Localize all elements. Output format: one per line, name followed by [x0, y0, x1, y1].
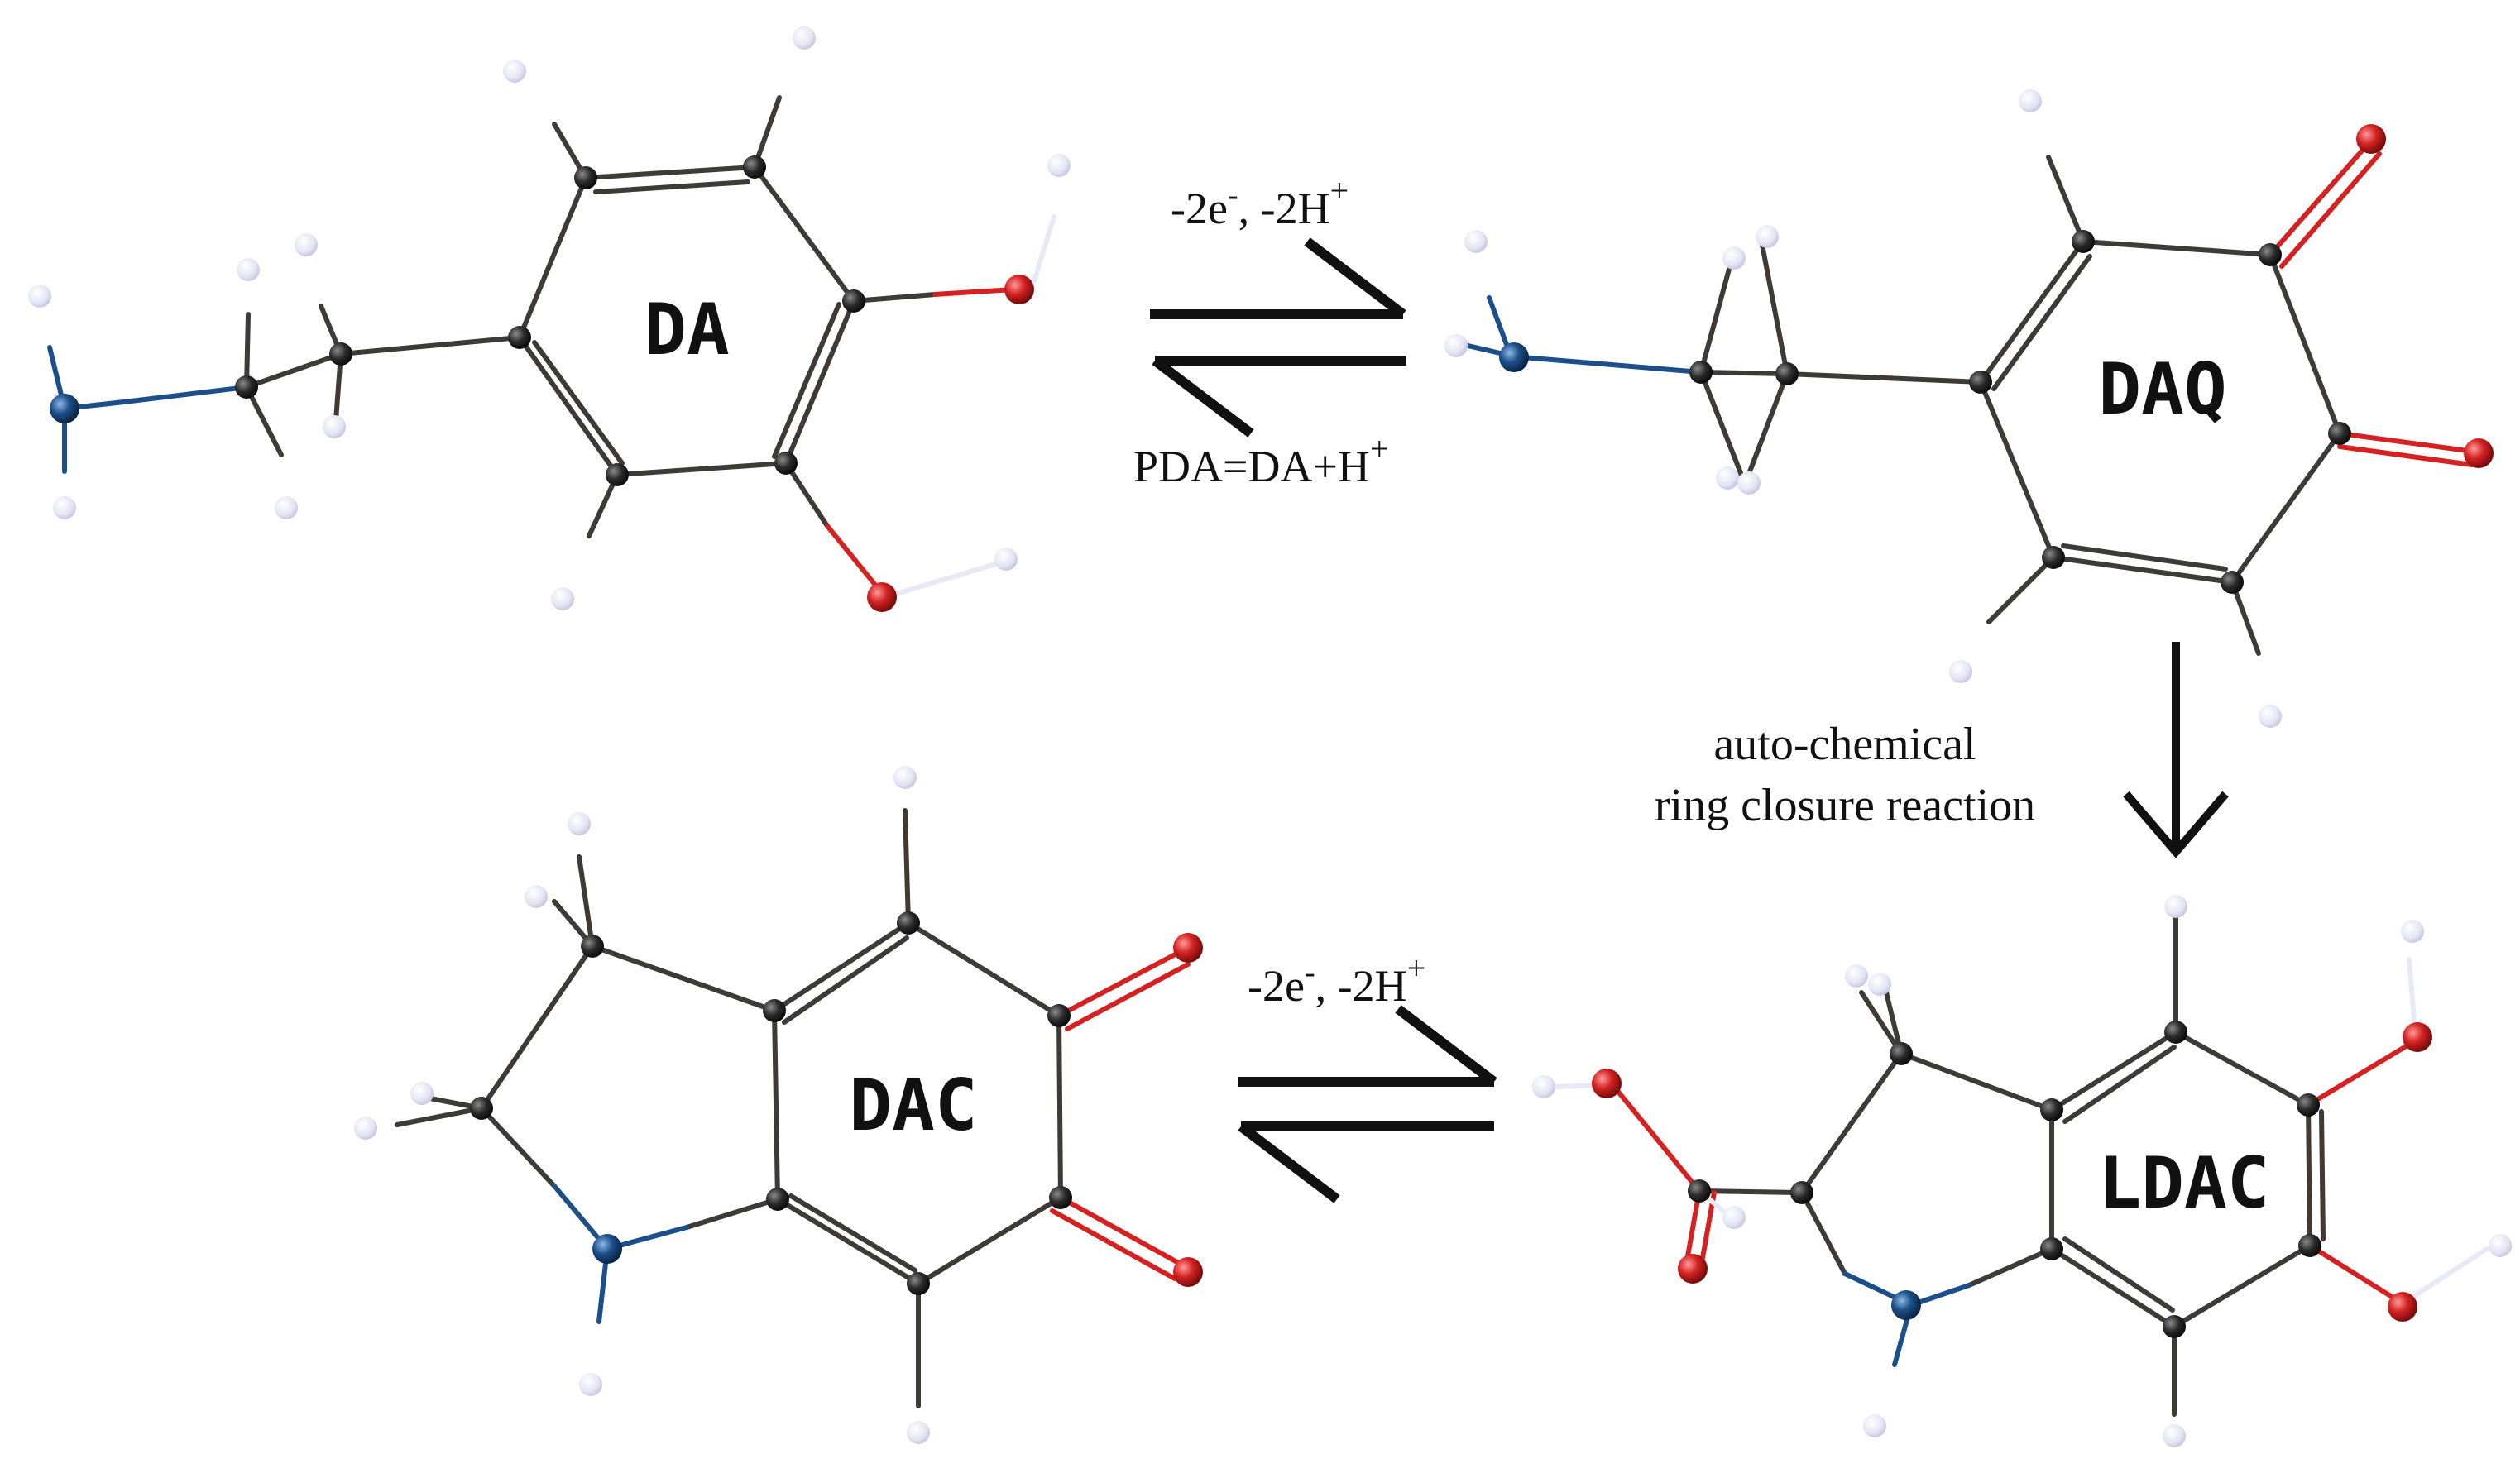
daq-atoms: [1444, 89, 2494, 728]
ldac-hetero-bonds: [1553, 957, 2489, 1367]
equilibrium-arrows-da-daq: [1150, 237, 1406, 438]
ring-closure-label-line1: auto-chemical: [1713, 719, 1976, 770]
equilibrium-arrows-ldac-dac: [1238, 1005, 1497, 1203]
ldac-label: LDAC: [2098, 1142, 2269, 1225]
daq-bonds: [1698, 155, 2342, 656]
ldac-dac-forward-label: -2e-, -2H+: [1248, 949, 1425, 1011]
da-daq-forward-label: -2e-, -2H+: [1171, 172, 1349, 233]
da-atoms: [28, 26, 1071, 612]
da-label: DA: [644, 289, 730, 371]
da-daq-reverse-label: PDA=DA+H+: [1133, 430, 1389, 491]
ring-closure-label-line2: ring closure reaction: [1655, 780, 2035, 831]
da-bonds: [244, 95, 937, 538]
down-arrow-daq-ldac: [2123, 642, 2229, 858]
molecule-da: DA: [28, 26, 1071, 612]
dac-label: DAC: [849, 1064, 977, 1147]
dac-atoms: [354, 766, 1203, 1444]
daq-hetero-bonds: [1459, 140, 2476, 467]
ldac-bonds: [1697, 912, 2326, 1417]
dac-bonds: [395, 808, 1063, 1408]
ldac-atoms: [1532, 895, 2512, 1447]
molecule-daq: DAQ: [1444, 89, 2494, 728]
dac-hetero-bonds: [552, 949, 1191, 1324]
daq-label: DAQ: [2098, 348, 2226, 431]
molecule-dac: DAC: [354, 766, 1203, 1444]
molecule-ldac: LDAC: [1532, 895, 2512, 1447]
da-hetero-bonds: [47, 214, 1056, 600]
